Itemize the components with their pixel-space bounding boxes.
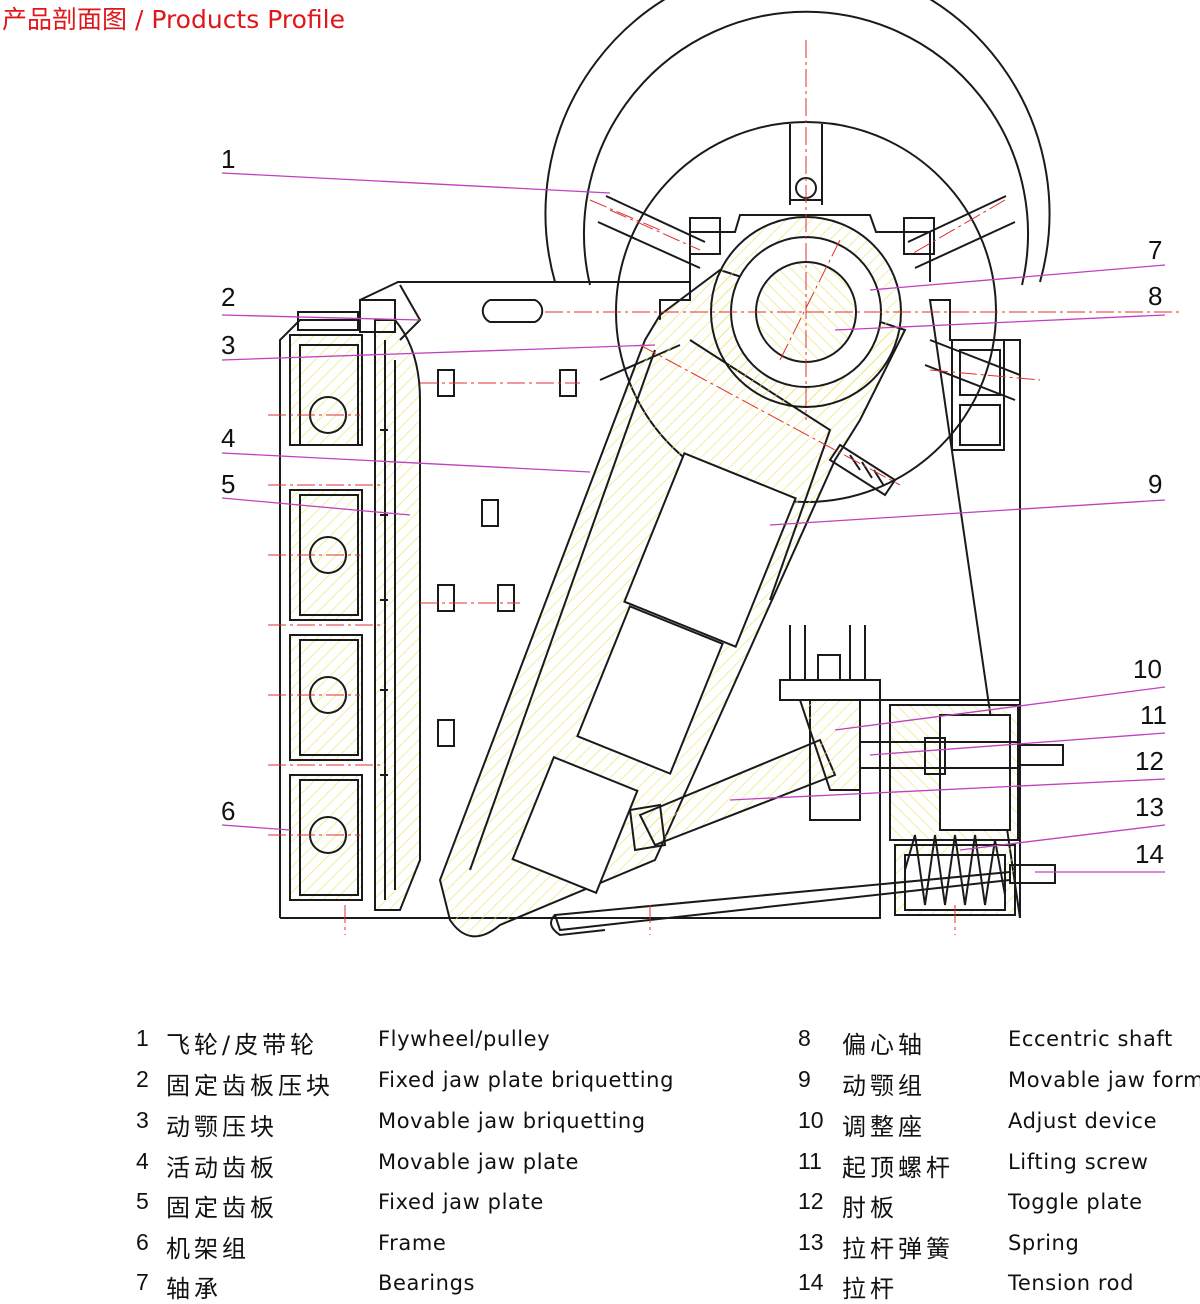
legend-item: 1 飞轮/皮带轮 Flywheel/pulley [136,1025,696,1059]
jaw-small-spring [828,443,897,497]
legend-chinese-name: 偏心轴 [842,1031,926,1059]
legend-chinese-name: 固定齿板压块 [166,1072,334,1100]
legend-number: 8 [798,1025,811,1051]
legend-english-name: Lifting screw [1008,1150,1149,1174]
callout-number-10: 10 [1133,654,1162,684]
callout-number-3: 3 [221,330,235,360]
legend-item: 6 机架组 Frame [136,1229,696,1263]
legend-item: 10 调整座 Adjust device [798,1107,1198,1141]
legend-chinese-name: 机架组 [166,1235,250,1263]
legend-number: 5 [136,1188,149,1214]
legend-item: 8 偏心轴 Eccentric shaft [798,1025,1198,1059]
legend-english-name: Adjust device [1008,1109,1158,1133]
legend-chinese-name: 调整座 [842,1113,926,1141]
callout-number-14: 14 [1135,839,1164,869]
legend-english-name: Tension rod [1008,1271,1135,1295]
callout-number-9: 9 [1148,469,1162,499]
legend-item: 11 起顶螺杆 Lifting screw [798,1148,1198,1182]
legend-number: 10 [798,1107,824,1133]
legend-english-name: Eccentric shaft [1008,1027,1173,1051]
legend-number: 11 [798,1148,822,1174]
legend-number: 9 [798,1066,811,1092]
legend-english-name: Spring [1008,1231,1080,1255]
callout-number-12: 12 [1135,746,1164,776]
callout-number-4: 4 [221,423,235,453]
legend-chinese-name: 拉杆 [842,1275,898,1303]
legend-item: 13 拉杆弹簧 Spring [798,1229,1198,1263]
callout-number-2: 2 [221,282,235,312]
legend-chinese-name: 活动齿板 [166,1154,278,1182]
legend-english-name: Toggle plate [1008,1190,1143,1214]
legend-english-name: Flywheel/pulley [378,1027,551,1051]
legend-number: 13 [798,1229,824,1255]
callout-number-8: 8 [1148,281,1162,311]
legend-chinese-name: 动颚压块 [166,1113,278,1141]
callout-number-1: 1 [221,144,235,174]
lifting-screw [859,737,1064,775]
center-lines [268,40,1180,935]
legend-item: 12 肘板 Toggle plate [798,1188,1198,1222]
legend-english-name: Movable jaw form [1008,1068,1200,1092]
legend-chinese-name: 拉杆弹簧 [842,1235,954,1263]
legend-english-name: Frame [378,1231,447,1255]
callout-leaders [221,172,1166,873]
legend-chinese-name: 起顶螺杆 [842,1154,954,1182]
side-plate-bolts [437,299,577,747]
jaw-crusher-cross-section: 1 2 3 4 5 6 7 8 9 10 11 12 13 14 [221,0,1180,938]
legend-chinese-name: 动颚组 [842,1072,926,1100]
legend-number: 2 [136,1066,149,1092]
legend-item: 7 轴承 Bearings [136,1269,696,1303]
movable-jaw [438,268,907,938]
legend-number: 7 [136,1269,149,1295]
legend-chinese-name: 轴承 [166,1275,222,1303]
legend-item: 14 拉杆 Tension rod [798,1269,1198,1303]
legend-number: 1 [136,1025,149,1051]
legend-item: 2 固定齿板压块 Fixed jaw plate briquetting [136,1066,696,1100]
legend-item: 3 动颚压块 Movable jaw briquetting [136,1107,696,1141]
tension-rod [550,870,1011,937]
legend-item: 4 活动齿板 Movable jaw plate [136,1148,696,1182]
fixed-jaw-plate [374,319,421,911]
legend-chinese-name: 肘板 [842,1194,898,1222]
legend-chinese-name: 飞轮/皮带轮 [166,1031,319,1059]
legend-english-name: Movable jaw briquetting [378,1109,646,1133]
page-title: 产品剖面图 / Products Profile [2,5,345,34]
bearing-housing [689,177,935,282]
callout-number-13: 13 [1135,792,1164,822]
legend-chinese-name: 固定齿板 [166,1194,278,1222]
legend-english-name: Fixed jaw plate briquetting [378,1068,675,1092]
callout-number-5: 5 [221,469,235,499]
legend-number: 12 [798,1188,824,1214]
legend-number: 6 [136,1229,149,1255]
legend-english-name: Bearings [378,1271,476,1295]
callout-number-11: 11 [1140,700,1167,730]
adjust-device [779,625,881,821]
legend-item: 9 动颚组 Movable jaw form [798,1066,1200,1100]
callout-number-6: 6 [221,796,235,826]
legend-english-name: Fixed jaw plate [378,1190,544,1214]
callout-number-7: 7 [1148,235,1162,265]
legend-number: 3 [136,1107,149,1133]
legend-item: 5 固定齿板 Fixed jaw plate [136,1188,696,1222]
legend-english-name: Movable jaw plate [378,1150,579,1174]
legend-number: 14 [798,1269,824,1295]
legend-number: 4 [136,1148,149,1174]
